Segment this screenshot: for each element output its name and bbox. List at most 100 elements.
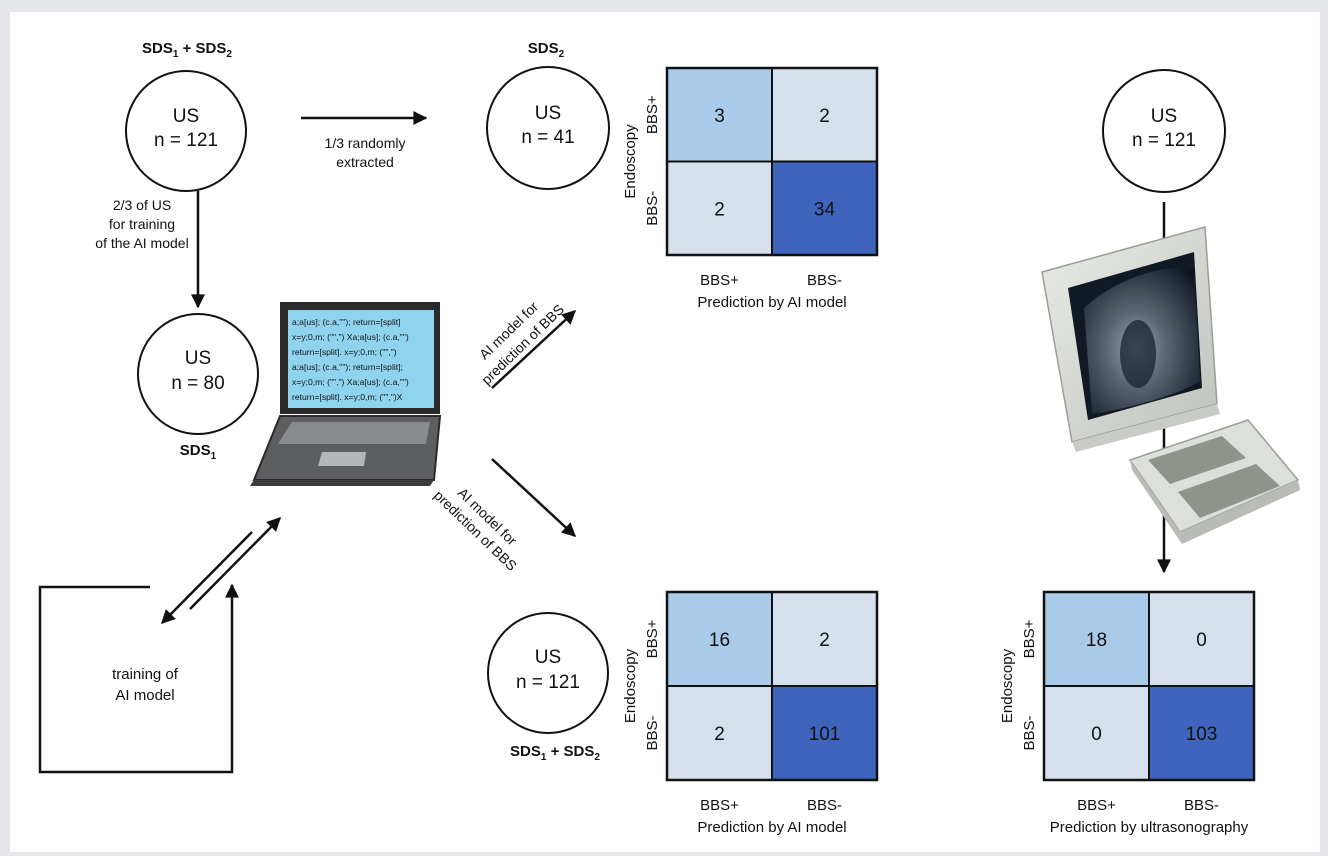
code-line: a;a[us]; (c.a,""); return=[split]; — [292, 362, 403, 372]
code-line: return=[split]. x=y;0,m; ("",")X — [292, 392, 403, 402]
node-line2: n = 80 — [171, 373, 224, 394]
matrix-ylabel: Endoscopy — [622, 124, 639, 199]
sds1-sds2-top-node: SDS1 + SDS2 US n = 121 — [125, 40, 247, 192]
node-title: SDS1 — [180, 442, 217, 462]
laptop-illustration: a;a[us]; (c.a,""); return=[split] x=y;0,… — [250, 302, 442, 486]
monitor-bottom-edge — [1072, 404, 1220, 452]
node-title: SDS1 + SDS2 — [510, 743, 600, 763]
matrix-cell — [771, 685, 878, 781]
training-label-2: AI model — [115, 687, 174, 704]
random-extract-label-1: 1/3 randomly — [325, 135, 406, 151]
matrix-border — [1042, 590, 1256, 782]
matrix-row-label: BBS+ — [644, 619, 661, 658]
matrix-cell-value: 103 — [1186, 724, 1218, 745]
node-line1: US — [535, 647, 561, 668]
matrix-cell-value: 3 — [714, 106, 725, 127]
training-loop: training of AI model — [38, 517, 281, 774]
random-extract-label-2: extracted — [336, 154, 394, 170]
matrix-cell-value: 0 — [1196, 630, 1207, 651]
sds1-sds2-bottom-node: US n = 121 SDS1 + SDS2 — [487, 612, 609, 763]
keyboard-console — [1128, 419, 1300, 533]
matrix-col-label: BBS- — [807, 272, 842, 289]
code-line: x=y;0,m; ("",") Xa;a[us]; (c.a,"") — [292, 332, 409, 342]
node-line2: n = 121 — [516, 672, 580, 693]
code-line: a;a[us]; (c.a,""); return=[split] — [292, 317, 401, 327]
matrix-xlabel: Prediction by ultrasonography — [1050, 819, 1249, 836]
matrix-cell-value: 2 — [819, 630, 830, 651]
matrix-col-label: BBS+ — [700, 272, 739, 289]
matrix-row-label: BBS+ — [644, 95, 661, 134]
sds1-node: US n = 80 SDS1 — [137, 313, 259, 462]
node-circle — [125, 70, 247, 192]
matrix-col-label: BBS- — [1184, 797, 1219, 814]
node-title: SDS2 — [528, 40, 565, 60]
arrow-from-laptop — [161, 531, 253, 624]
matrix-cell — [666, 685, 773, 781]
matrix-col-label: BBS+ — [700, 797, 739, 814]
code-line: return=[split]. x=y;0,m; ("",") — [292, 347, 397, 357]
matrix-cell — [771, 67, 878, 163]
matrix-col-label: BBS+ — [1077, 797, 1116, 814]
training-label-1: training of — [112, 666, 179, 683]
console-panel-1 — [1148, 436, 1246, 484]
code-screen — [288, 310, 434, 408]
arrow-ai-to-bottom — [491, 458, 577, 537]
matrix-cell-value: 0 — [1091, 724, 1102, 745]
node-line1: US — [1151, 106, 1177, 127]
matrix-cell — [1043, 685, 1150, 781]
matrix-cell — [1148, 685, 1255, 781]
ultrasonography-node: US n = 121 — [1102, 69, 1226, 193]
matrix-cell-value: 34 — [814, 199, 836, 220]
node-line1: US — [535, 103, 561, 124]
matrix-row-label: BBS- — [644, 191, 661, 226]
node-circle — [137, 313, 259, 435]
node-circle — [487, 612, 609, 734]
matrix-cell-value: 2 — [714, 199, 725, 220]
node-title: SDS1 + SDS2 — [142, 40, 232, 60]
keyboard — [278, 422, 430, 444]
node-line1: US — [185, 348, 211, 369]
arrow-ai-to-sds2 — [491, 310, 577, 389]
console-side — [1130, 460, 1182, 544]
study-flow-diagram: SDS1 + SDS2 US n = 121 1/3 randomly extr… — [38, 40, 1300, 836]
code-line: x=y;0,m; ("",") Xa;a[us]; (c.a,"") — [292, 377, 409, 387]
training-split-label-1: 2/3 of US — [113, 197, 171, 213]
matrix-cell-value: 18 — [1086, 630, 1107, 651]
matrix-row-label: BBS- — [644, 715, 661, 750]
node-line2: n = 121 — [154, 130, 218, 151]
laptop-front-edge — [250, 480, 434, 486]
code-text: a;a[us]; (c.a,""); return=[split] x=y;0,… — [292, 317, 409, 402]
node-circle — [1102, 69, 1226, 193]
arrow-to-laptop — [189, 517, 281, 610]
node-circle — [486, 66, 610, 190]
training-split-label-2: for training — [109, 216, 175, 232]
matrix-ylabel: Endoscopy — [999, 648, 1016, 723]
matrix-xlabel: Prediction by AI model — [697, 294, 846, 311]
node-line2: n = 121 — [1132, 130, 1196, 151]
matrix-ylabel: Endoscopy — [622, 648, 639, 723]
matrix-cell-value: 101 — [809, 724, 841, 745]
matrix-border — [665, 590, 879, 782]
touchpad — [318, 452, 366, 466]
sds2-node: SDS2 US n = 41 — [486, 40, 610, 190]
matrix-row-label: BBS- — [1021, 715, 1038, 750]
matrix-cell-value: 16 — [709, 630, 730, 651]
console-panel-2 — [1178, 464, 1280, 518]
training-split-label-3: of the AI model — [95, 235, 188, 251]
matrix-border — [665, 66, 879, 257]
matrix-cell — [666, 160, 773, 256]
node-line2: n = 41 — [521, 127, 574, 148]
console-front — [1180, 480, 1300, 544]
node-line1: US — [173, 106, 199, 127]
matrix-row-label: BBS+ — [1021, 619, 1038, 658]
ultrasound-monitor-illustration — [1041, 226, 1300, 544]
figure-panel: SDS1 + SDS2 US n = 121 1/3 randomly extr… — [10, 12, 1320, 852]
ultrasound-lesion — [1120, 320, 1156, 388]
matrix-cell-value: 2 — [714, 724, 725, 745]
training-box-outline — [38, 585, 234, 774]
matrix-cell — [666, 591, 773, 687]
